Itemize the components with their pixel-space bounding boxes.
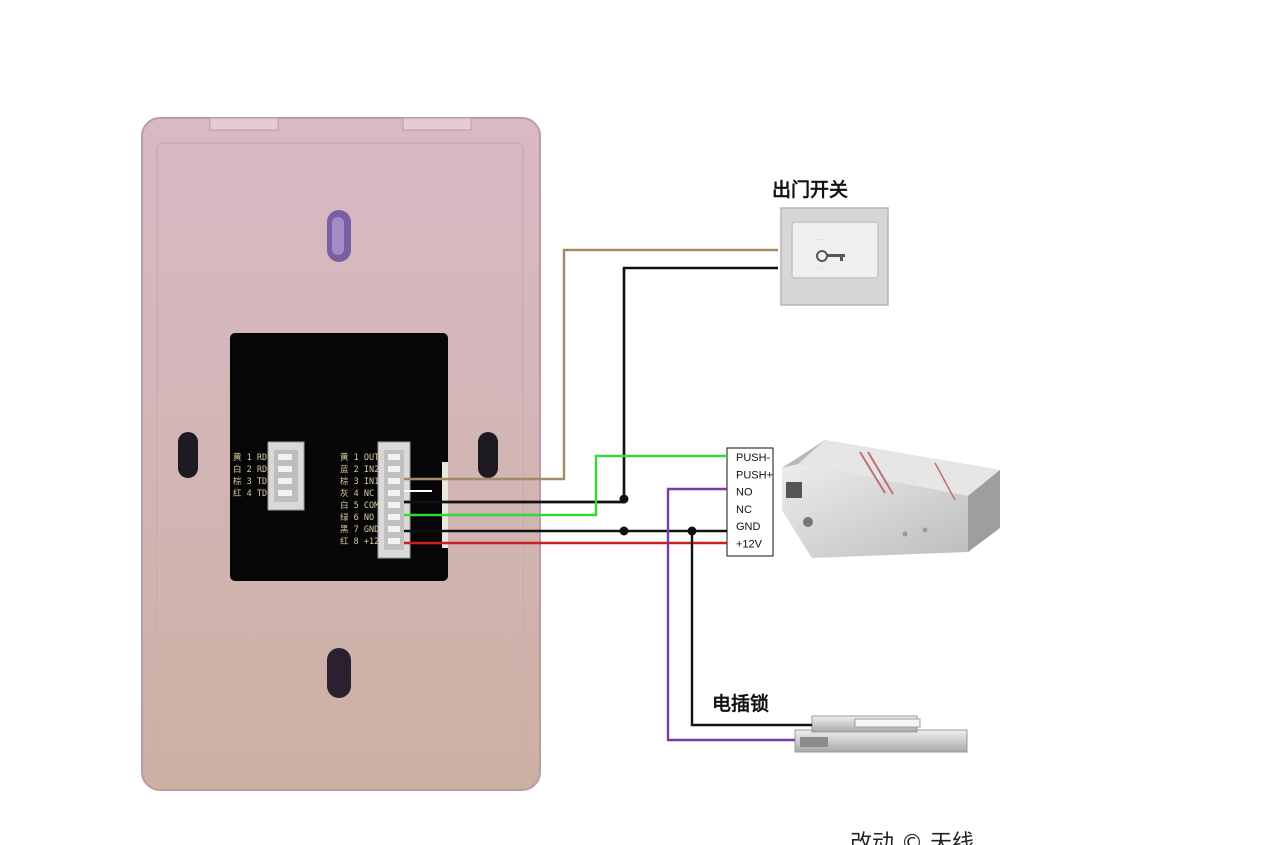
wire-no-push-minus bbox=[404, 454, 727, 517]
exit-switch-glyph-bottom: · · · · bbox=[815, 266, 826, 272]
footer-caption: 改动 © 天线 bbox=[850, 831, 974, 845]
power-terminal-block: PUSH- PUSH+ NO NC GND +12V bbox=[726, 447, 774, 557]
right-pin-label: 白 5 COM bbox=[340, 500, 379, 511]
left-side-slot bbox=[178, 432, 198, 478]
bottom-mounting-slot bbox=[327, 648, 351, 698]
wire-no-bolt bbox=[666, 487, 795, 742]
power-supply-box bbox=[782, 440, 1000, 558]
right-pin-label: 棕 3 IN1 bbox=[340, 476, 379, 487]
electric-bolt-label: 电插锁 bbox=[712, 692, 769, 715]
right-pin-label: 蓝 2 IN2 bbox=[340, 464, 379, 475]
exit-switch-button bbox=[791, 221, 879, 279]
left-pin-label: 黄 1 RD- bbox=[233, 452, 272, 463]
right-pin-label: 灰 4 NC bbox=[340, 488, 374, 499]
junction-dot bbox=[619, 526, 629, 536]
left-pin-label: 白 2 RD+ bbox=[233, 464, 272, 475]
right-pin-label: 绿 6 NO bbox=[340, 512, 374, 523]
electric-bolt-lock: 电插锁 bbox=[712, 692, 968, 753]
power-terminal-label: GND bbox=[736, 521, 761, 533]
power-terminal-label: PUSH- bbox=[736, 452, 771, 464]
wires bbox=[404, 248, 812, 742]
exit-switch-label: 出门开关 bbox=[772, 178, 848, 201]
key-icon bbox=[816, 250, 845, 262]
junction-dot bbox=[687, 526, 697, 536]
junction-dot bbox=[619, 494, 629, 504]
wire-gnd-bolt bbox=[690, 531, 812, 727]
right-side-slot bbox=[478, 432, 498, 478]
exit-switch-glyph-top: · · · · · bbox=[813, 237, 827, 243]
right-pin-label: 黄 1 OUT2 bbox=[340, 452, 384, 463]
left-connector: 黄 1 RD-白 2 RD+棕 3 TD-红 4 TD+ bbox=[233, 441, 305, 511]
power-terminal-label: NO bbox=[736, 487, 753, 499]
power-terminal-label: NC bbox=[736, 504, 752, 516]
power-terminal-label: +12V bbox=[736, 539, 763, 551]
right-pin-label: 红 8 +12 bbox=[340, 536, 379, 547]
left-pin-label: 棕 3 TD- bbox=[233, 476, 272, 487]
power-terminal-label: PUSH+ bbox=[736, 469, 773, 481]
left-pin-label: 红 4 TD+ bbox=[233, 488, 272, 499]
right-pin-label: 黑 7 GND bbox=[340, 525, 379, 535]
wire-in1-exit-switch bbox=[404, 248, 778, 481]
exit-switch: 出门开关 · · · · · · · · · bbox=[772, 178, 889, 306]
